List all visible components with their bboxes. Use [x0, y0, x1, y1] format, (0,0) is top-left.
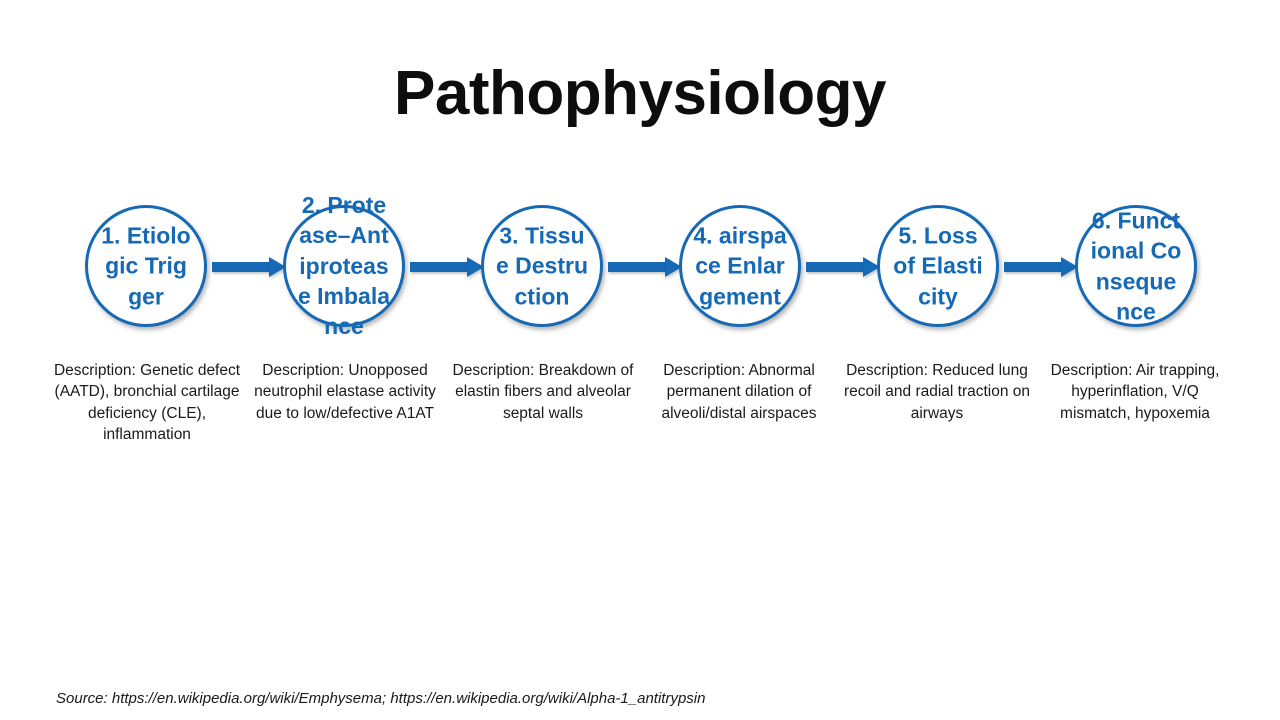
flow-arrow-5-to-6	[1004, 257, 1078, 277]
arrow-shaft	[806, 262, 863, 272]
source-citation: Source: https://en.wikipedia.org/wiki/Em…	[56, 690, 706, 707]
flow-arrow-3-to-4	[608, 257, 682, 277]
flow-node-2-description: Description: Unopposed neutrophil elasta…	[254, 362, 436, 422]
flow-node-4-circle	[679, 205, 801, 327]
flow-node-6-circle	[1075, 205, 1197, 327]
flow-node-1-description: Description: Genetic defect (AATD), bron…	[53, 362, 241, 444]
flow-node-1[interactable]: 1. Etiologic Trigger	[85, 205, 207, 327]
flow-arrow-4-to-5	[806, 257, 880, 277]
arrow-head-icon	[467, 257, 484, 277]
arrow-shaft	[608, 262, 665, 272]
flow-arrow-1-to-2	[212, 257, 286, 277]
flow-node-4[interactable]: 4. airspace Enlargement	[679, 205, 801, 327]
arrow-head-icon	[1061, 257, 1078, 277]
arrow-head-icon	[269, 257, 286, 277]
flow-node-1-circle	[85, 205, 207, 327]
page-title: Pathophysiology	[394, 59, 886, 128]
flow-node-5-circle	[877, 205, 999, 327]
arrow-shaft	[212, 262, 269, 272]
flow-node-3-description: Description: Breakdown of elastin fibers…	[452, 362, 634, 422]
flow-node-6[interactable]: 6. Functional Consequence	[1075, 205, 1197, 327]
flow-node-5[interactable]: 5. Loss of Elasticity	[877, 205, 999, 327]
flow-arrow-2-to-3	[410, 257, 484, 277]
flow-node-2[interactable]: 2. Protease–Antiprotease Imbalance	[283, 192, 405, 340]
flow-node-4-description: Description: Abnormal permanent dilation…	[661, 362, 817, 422]
flow-node-3[interactable]: 3. Tissue Destruction	[481, 205, 603, 327]
arrow-shaft	[1004, 262, 1061, 272]
flow-node-3-circle	[481, 205, 603, 327]
flow-node-2-circle	[283, 205, 405, 327]
arrow-shaft	[410, 262, 467, 272]
flow-node-5-description: Description: Reduced lung recoil and rad…	[843, 362, 1031, 422]
flow-node-6-description: Description: Air trapping, hyperinflatio…	[1050, 362, 1220, 422]
arrow-head-icon	[665, 257, 682, 277]
process-flow-diagram: 1. Etiologic Trigger 2. Protease–Antipro…	[48, 192, 1232, 340]
arrow-head-icon	[863, 257, 880, 277]
